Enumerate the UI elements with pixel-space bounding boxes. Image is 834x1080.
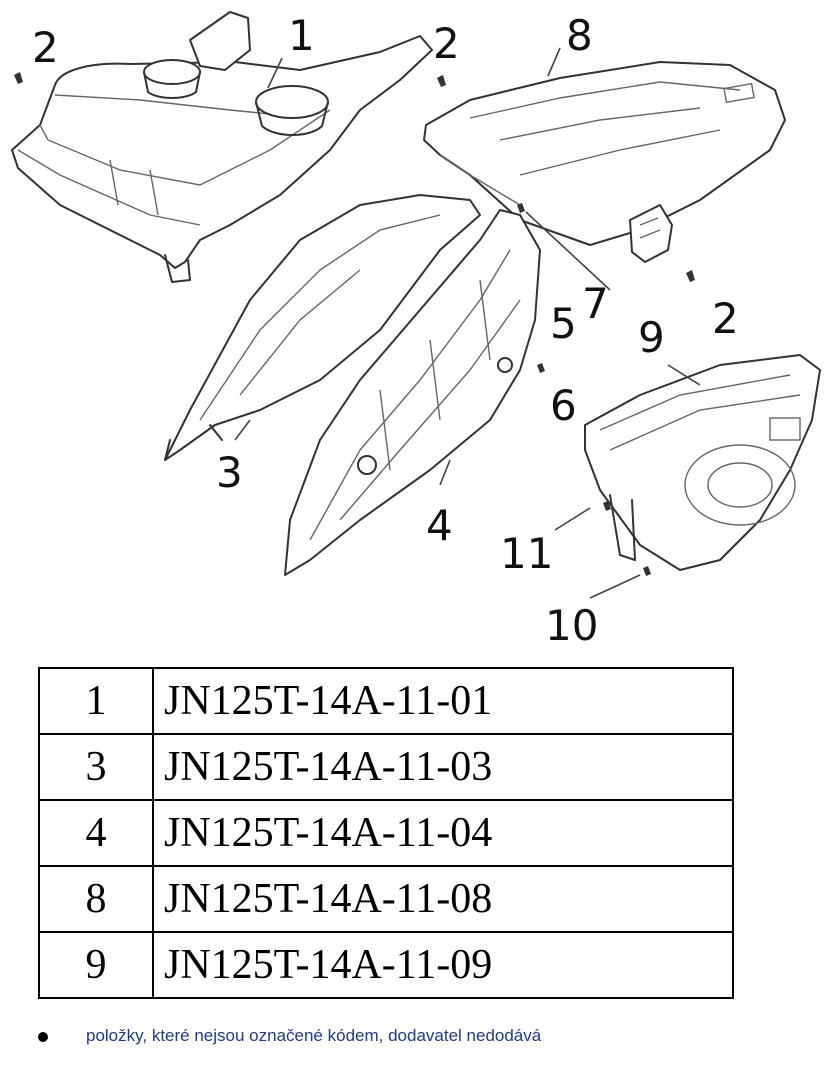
footnote-text: položky, které nejsou označené kódem, do… (86, 1026, 542, 1045)
callout-2-right: 2 (712, 294, 739, 343)
fasteners (14, 72, 695, 576)
callout-1: 1 (288, 11, 315, 60)
callout-11: 11 (500, 529, 553, 578)
callout-2-top: 2 (433, 19, 460, 68)
callout-10: 10 (545, 601, 598, 650)
callout-3: 3 (216, 448, 243, 497)
part-3-left-panel (164, 194, 481, 461)
callout-9: 9 (638, 313, 665, 362)
part-number-cell: 8 (38, 865, 154, 933)
callout-4: 4 (426, 501, 453, 550)
callout-7: 7 (582, 279, 609, 328)
part-code-cell: JN125T-14A-11-08 (152, 865, 734, 933)
leader-lines (234, 47, 701, 599)
part-number-cell: 4 (38, 799, 154, 867)
part-9-helmet-box (584, 354, 821, 571)
callout-6: 6 (550, 381, 577, 430)
callout-5: 5 (550, 299, 577, 348)
part-code-cell: JN125T-14A-11-09 (152, 931, 734, 999)
part-code-cell: JN125T-14A-11-03 (152, 733, 734, 801)
part-number-cell: 3 (38, 733, 154, 801)
part-code-cell: JN125T-14A-11-01 (152, 667, 734, 735)
part-code-cell: JN125T-14A-11-04 (152, 799, 734, 867)
part-4-right-panel (284, 209, 541, 576)
callout-8: 8 (566, 11, 593, 60)
bullet-icon (38, 1031, 48, 1042)
footnote: položky, které nejsou označené kódem, do… (38, 1026, 541, 1046)
exploded-parts-diagram: 2 1 2 8 5 7 2 9 6 3 4 11 10 (11, 11, 821, 650)
part-1-tank (11, 11, 433, 283)
part-number-cell: 1 (38, 667, 154, 735)
part-number-cell: 9 (38, 931, 154, 999)
part-8-rear-cowl (423, 61, 786, 263)
callout-2-left: 2 (32, 23, 59, 72)
